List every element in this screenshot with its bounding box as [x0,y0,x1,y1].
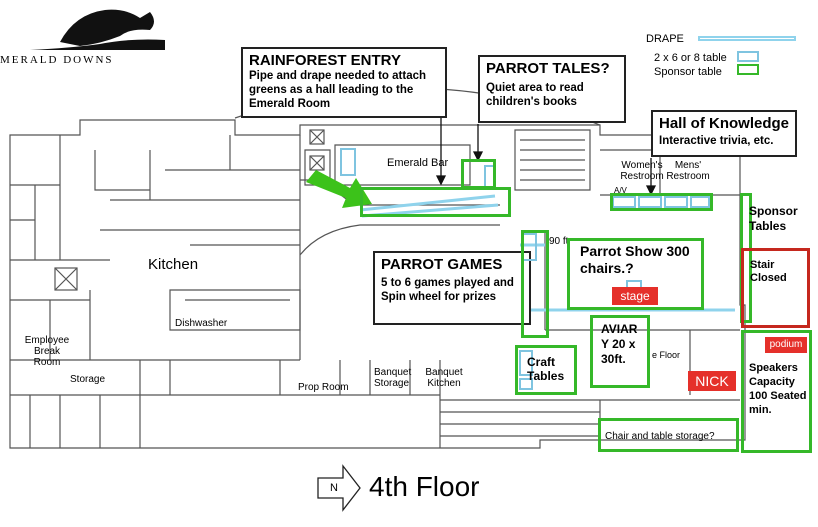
callout-parrot-games-body: 5 to 6 games played and Spin wheel for p… [381,277,514,303]
logo-text: MERALD DOWNS [0,54,114,66]
area-nick: NICK [688,371,736,391]
legend-drape-swatch [698,36,796,41]
legend-sponsor-label: Sponsor table [654,66,722,78]
callout-rainforest-entry: RAINFOREST ENTRY Pipe and drape needed t… [241,47,447,118]
callout-parrot-tales-body: Quiet area to read children's books [486,82,584,108]
area-stair-label: Stair Closed [750,259,787,284]
callout-parrot-games: PARROT GAMES 5 to 6 games played and Spi… [373,251,531,325]
table-craft-1 [519,350,533,376]
area-stage: stage [612,287,658,305]
room-av: A/V [614,186,627,195]
room-womens-restroom: Women's Restroom [620,160,664,182]
callout-parrot-tales: PARROT TALES? Quiet area to read childre… [478,55,626,123]
room-kitchen: Kitchen [148,256,199,273]
area-sponsor-tables: Sponsor Tables [749,204,798,233]
callout-hall-of-knowledge: Hall of Knowledge Interactive trivia, et… [651,110,797,157]
table-hall-3 [664,196,688,208]
sponsor-craft-box [515,345,577,395]
room-storage: Storage [70,374,106,385]
area-parrot-show-label: Parrot Show 300 chairs.? [580,243,690,276]
sponsor-corridor-strip [360,187,511,217]
area-stair-closed [741,248,810,328]
area-speakers [741,330,812,453]
legend-table-label: 2 x 6 or 8 table [654,52,727,64]
area-aviary-label: AVIAR Y 20 x 30ft. [601,322,638,366]
legend-sponsor-swatch [737,64,759,75]
callout-parrot-tales-title: PARROT TALES? [486,60,610,77]
area-podium: podium [765,337,807,353]
sponsor-games-column [521,230,549,338]
area-aviary [590,315,650,388]
horse-logo-icon [0,0,165,50]
room-prop-room: Prop Room [298,382,349,393]
sponsor-parrot-tales [461,159,496,189]
callout-hall-title: Hall of Knowledge [659,115,790,132]
callout-rainforest-title: RAINFOREST ENTRY [249,52,401,69]
legend-drape-label: DRAPE [646,33,684,45]
floor-title: 4th Floor [369,471,480,502]
table-hall-4 [690,196,710,208]
table-craft-2 [519,378,533,390]
room-banquet-kitchen: Banquet Kitchen [425,367,463,389]
table-hall-2 [638,196,662,208]
area-speakers-label: Speakers Capacity 100 Seated min. [749,362,807,416]
area-storage [598,418,739,452]
room-employee-break: Employee Break Room [24,335,70,368]
label-floor: e Floor [652,350,681,360]
callout-parrot-games-title: PARROT GAMES [381,256,503,273]
room-banquet-storage: Banquet Storage [374,367,412,389]
table-emerald-bar-left [340,148,356,176]
label-90ft: 90 ft [549,236,569,247]
legend-table-swatch [737,51,759,62]
area-craft-label: Craft Tables [527,355,565,383]
north-label: N [330,482,338,494]
callout-rainforest-body: Pipe and drape needed to attach greens a… [249,70,427,110]
logo: MERALD DOWNS [0,0,165,74]
room-emerald-bar: Emerald Bar [387,157,449,169]
table-hall-1 [612,196,636,208]
callout-hall-body: Interactive trivia, etc. [659,135,774,147]
area-storage-label: Chair and table storage? [605,431,715,442]
sponsor-hall-strip [610,193,713,211]
room-mens-restroom: Mens' Restroom [666,160,710,182]
room-dishwasher: Dishwasher [175,318,228,329]
area-parrot-show [567,238,704,310]
